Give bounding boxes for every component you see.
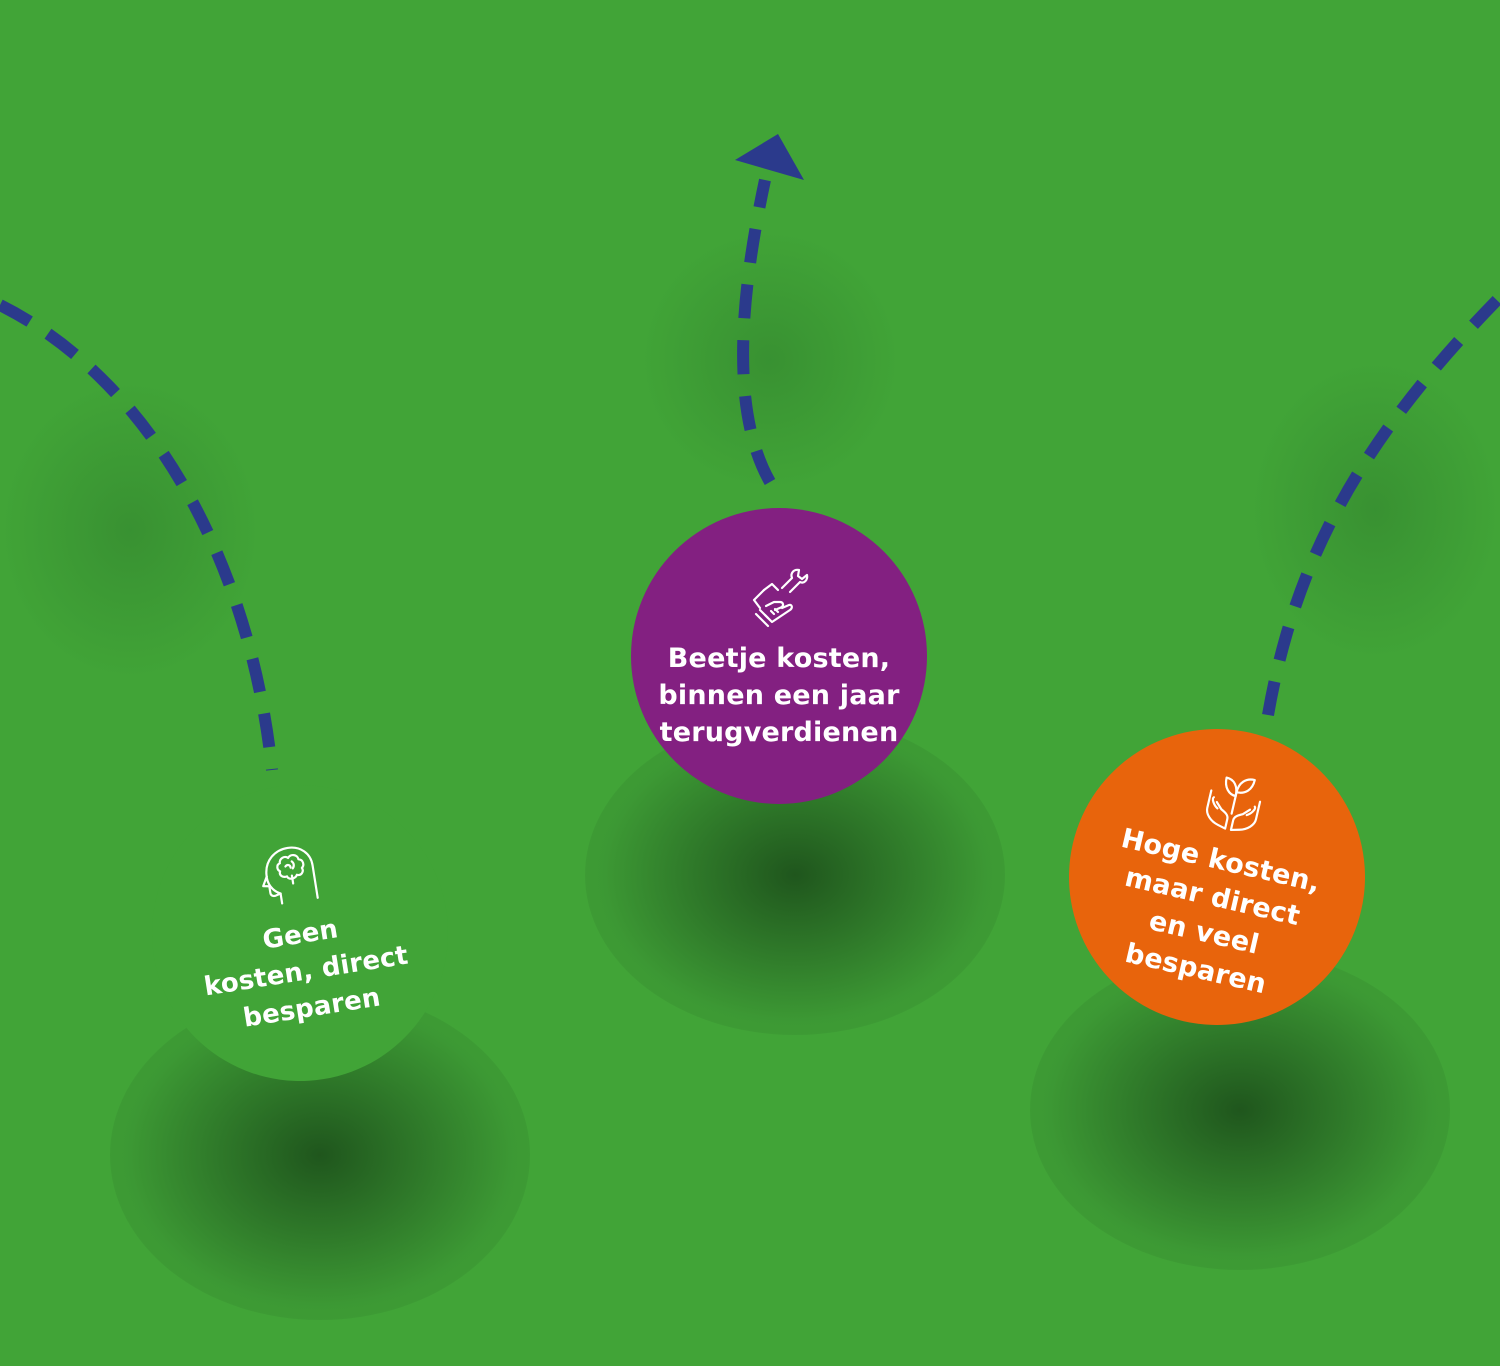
step-circle-no-cost: Geen kosten, direct besparen xyxy=(130,763,470,1103)
step-label-no-cost: Geen kosten, direct besparen xyxy=(201,913,411,1034)
step-circle-some-cost: Beetje kosten, binnen een jaar terugverd… xyxy=(631,508,927,804)
hand-wrench-icon xyxy=(752,568,809,627)
step-circle-high-cost: Hoge kosten, maar direct en veel bespare… xyxy=(1039,699,1395,1055)
dashed-path-center xyxy=(737,178,776,485)
dashed-path-right xyxy=(1262,292,1500,717)
step-label-high-cost: Hoge kosten, maar direct en veel bespare… xyxy=(1118,822,1324,1001)
arrow-head-icon xyxy=(735,134,804,180)
step-label-some-cost: Beetje kosten, binnen een jaar terugverd… xyxy=(658,642,900,748)
hands-plant-icon xyxy=(1205,776,1262,832)
dashed-path-left xyxy=(0,299,278,771)
brain-head-icon xyxy=(262,845,319,905)
